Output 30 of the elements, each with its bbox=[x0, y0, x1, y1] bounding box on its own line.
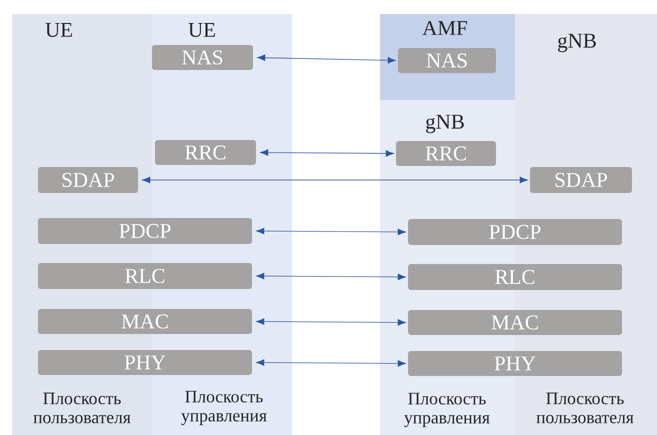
protocol-layer-box: RLC bbox=[408, 264, 622, 290]
arrow bbox=[256, 228, 406, 236]
column-heading: AMF bbox=[422, 21, 467, 35]
arrow bbox=[256, 318, 406, 326]
arrow bbox=[256, 272, 406, 280]
arrow bbox=[256, 359, 406, 367]
plane-label: Плоскость управления bbox=[404, 392, 490, 428]
protocol-layer-box: NAS bbox=[398, 48, 496, 73]
plane-label: Плоскость управления bbox=[181, 390, 267, 426]
protocol-layer-box: RRC bbox=[155, 140, 256, 165]
protocol-layer-box: PDCP bbox=[38, 218, 252, 244]
protocol-layer-box: MAC bbox=[38, 309, 252, 334]
column-heading: gNB bbox=[426, 114, 464, 134]
protocol-layer-box: PHY bbox=[408, 351, 622, 376]
plane-label: Плоскость пользователя bbox=[536, 392, 634, 424]
plane-label: Плоскость пользователя bbox=[33, 392, 131, 424]
protocol-layer-box: PDCP bbox=[408, 219, 622, 245]
protocol-layer-box: SDAP bbox=[38, 167, 138, 193]
protocol-layer-box: SDAP bbox=[530, 167, 632, 193]
column-heading: gNB bbox=[558, 34, 596, 52]
arrow bbox=[260, 149, 394, 157]
protocol-layer-box: RRC bbox=[396, 141, 496, 166]
arrow bbox=[142, 176, 528, 184]
protocol-layer-box: PHY bbox=[38, 350, 252, 375]
column-heading: UE bbox=[45, 23, 72, 37]
column-heading: UE bbox=[188, 23, 215, 37]
arrow bbox=[257, 54, 396, 64]
protocol-layer-box: NAS bbox=[152, 45, 253, 70]
protocol-layer-box: MAC bbox=[408, 310, 622, 335]
protocol-layer-box: RLC bbox=[38, 263, 252, 289]
